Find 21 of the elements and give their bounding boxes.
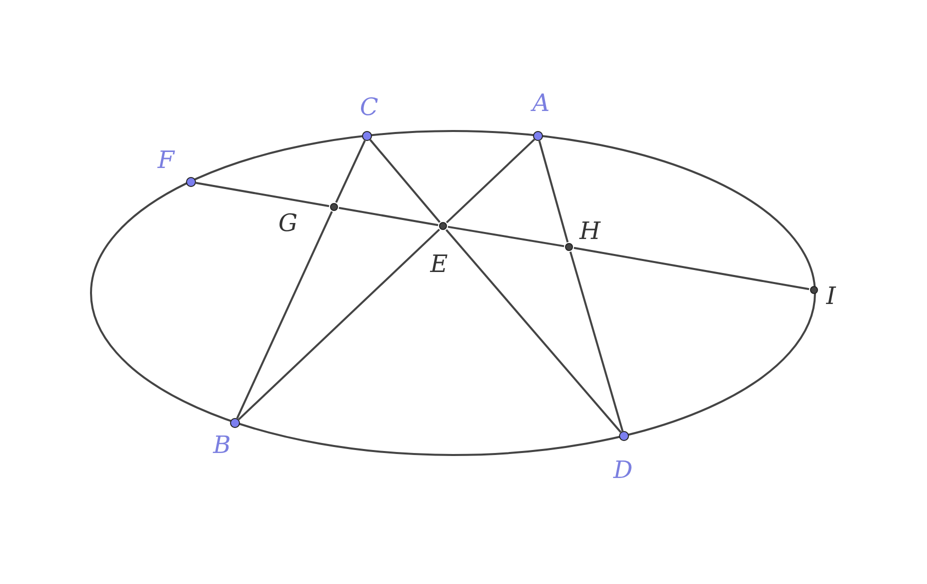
line-segment [369, 139, 441, 223]
point-label: E [430, 252, 448, 276]
point-label: C [360, 95, 378, 119]
line-segment [236, 211, 333, 419]
point-label: B [213, 433, 231, 457]
line-segment [448, 226, 564, 248]
point-label: H [580, 219, 600, 243]
point-label: G [278, 211, 298, 235]
line-segment [335, 140, 366, 203]
line-segment [574, 246, 810, 290]
line-segment [196, 182, 330, 208]
point-label: I [826, 284, 836, 308]
line-segment [446, 229, 622, 433]
line-segment [338, 206, 438, 226]
point-label: F [158, 148, 174, 172]
point-label: A [532, 91, 550, 115]
point-label: D [613, 458, 633, 482]
line-segment [446, 138, 536, 224]
line-segment [238, 228, 440, 420]
line-segment [569, 252, 624, 432]
line-segment [538, 140, 569, 242]
